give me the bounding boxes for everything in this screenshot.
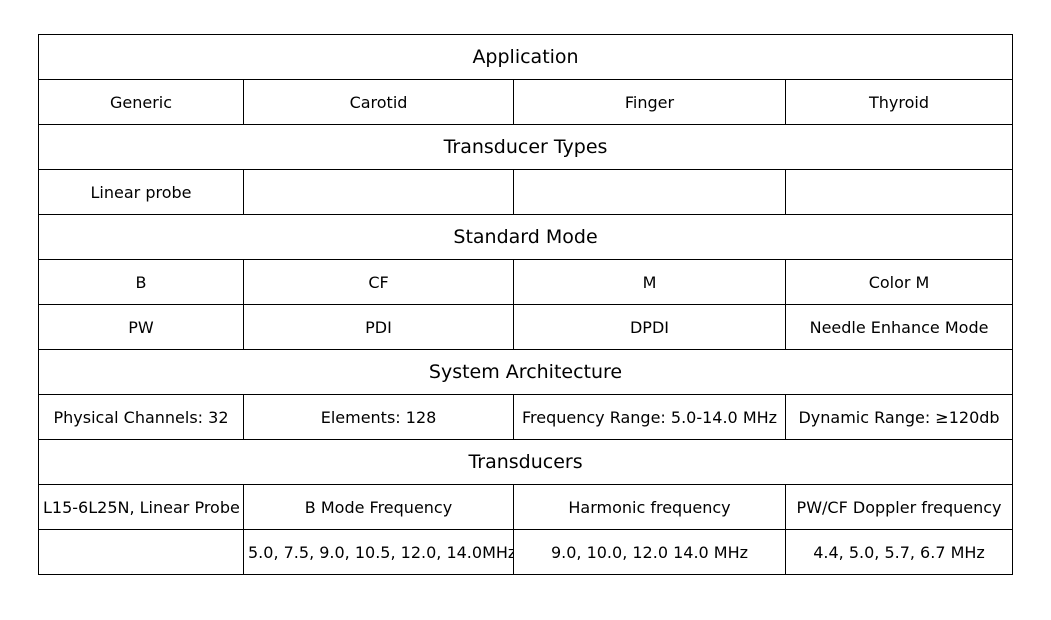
specification-table: Application Generic Carotid Finger Thyro… [37, 34, 1014, 575]
transducer-type-cell [513, 169, 786, 215]
application-cell: Carotid [243, 79, 514, 125]
transducers-cell: 9.0, 10.0, 12.0 14.0 MHz [513, 529, 786, 575]
transducer-types-row: Linear probe [38, 169, 1014, 215]
transducer-type-cell: Linear probe [38, 169, 244, 215]
standard-mode-row: B CF M Color M [38, 259, 1014, 305]
application-cell: Generic [38, 79, 244, 125]
standard-mode-cell: CF [243, 259, 514, 305]
application-header-row: Application [37, 34, 1014, 80]
system-architecture-row: Physical Channels: 32 Elements: 128 Freq… [38, 394, 1014, 440]
standard-mode-cell: PDI [243, 304, 514, 350]
standard-mode-cell: DPDI [513, 304, 786, 350]
application-cell: Thyroid [784, 79, 1014, 125]
transducer-type-cell [784, 169, 1014, 215]
standard-mode-cell: M [513, 259, 786, 305]
transducer-types-header-row: Transducer Types [37, 124, 1014, 170]
standard-mode-cell: PW [38, 304, 244, 350]
standard-mode-cell: Needle Enhance Mode [784, 304, 1014, 350]
transducers-cell: PW/CF Doppler frequency [784, 484, 1014, 530]
standard-mode-cell: B [38, 259, 244, 305]
transducers-cell: Harmonic frequency [513, 484, 786, 530]
system-architecture-cell: Elements: 128 [243, 394, 514, 440]
transducers-cell: 5.0, 7.5, 9.0, 10.5, 12.0, 14.0MHz [243, 529, 514, 575]
application-section-title: Application [37, 34, 1014, 80]
system-architecture-cell: Physical Channels: 32 [38, 394, 244, 440]
standard-mode-cell: Color M [784, 259, 1014, 305]
transducers-section-title: Transducers [37, 439, 1014, 485]
application-row: Generic Carotid Finger Thyroid [38, 79, 1014, 125]
transducers-cell: B Mode Frequency [243, 484, 514, 530]
transducers-row: L15-6L25N, Linear Probe B Mode Frequency… [38, 484, 1014, 530]
transducers-cell: 4.4, 5.0, 5.7, 6.7 MHz [784, 529, 1014, 575]
standard-mode-row: PW PDI DPDI Needle Enhance Mode [38, 304, 1014, 350]
transducer-type-cell [243, 169, 514, 215]
system-architecture-cell: Frequency Range: 5.0-14.0 MHz [513, 394, 786, 440]
standard-mode-header-row: Standard Mode [37, 214, 1014, 260]
system-architecture-section-title: System Architecture [37, 349, 1014, 395]
transducers-cell [38, 529, 244, 575]
application-cell: Finger [513, 79, 786, 125]
transducers-row: 5.0, 7.5, 9.0, 10.5, 12.0, 14.0MHz 9.0, … [38, 529, 1014, 575]
system-architecture-cell: Dynamic Range: ≥120db [784, 394, 1014, 440]
transducers-header-row: Transducers [37, 439, 1014, 485]
transducers-cell: L15-6L25N, Linear Probe [38, 484, 244, 530]
standard-mode-section-title: Standard Mode [37, 214, 1014, 260]
transducer-types-section-title: Transducer Types [37, 124, 1014, 170]
system-architecture-header-row: System Architecture [37, 349, 1014, 395]
